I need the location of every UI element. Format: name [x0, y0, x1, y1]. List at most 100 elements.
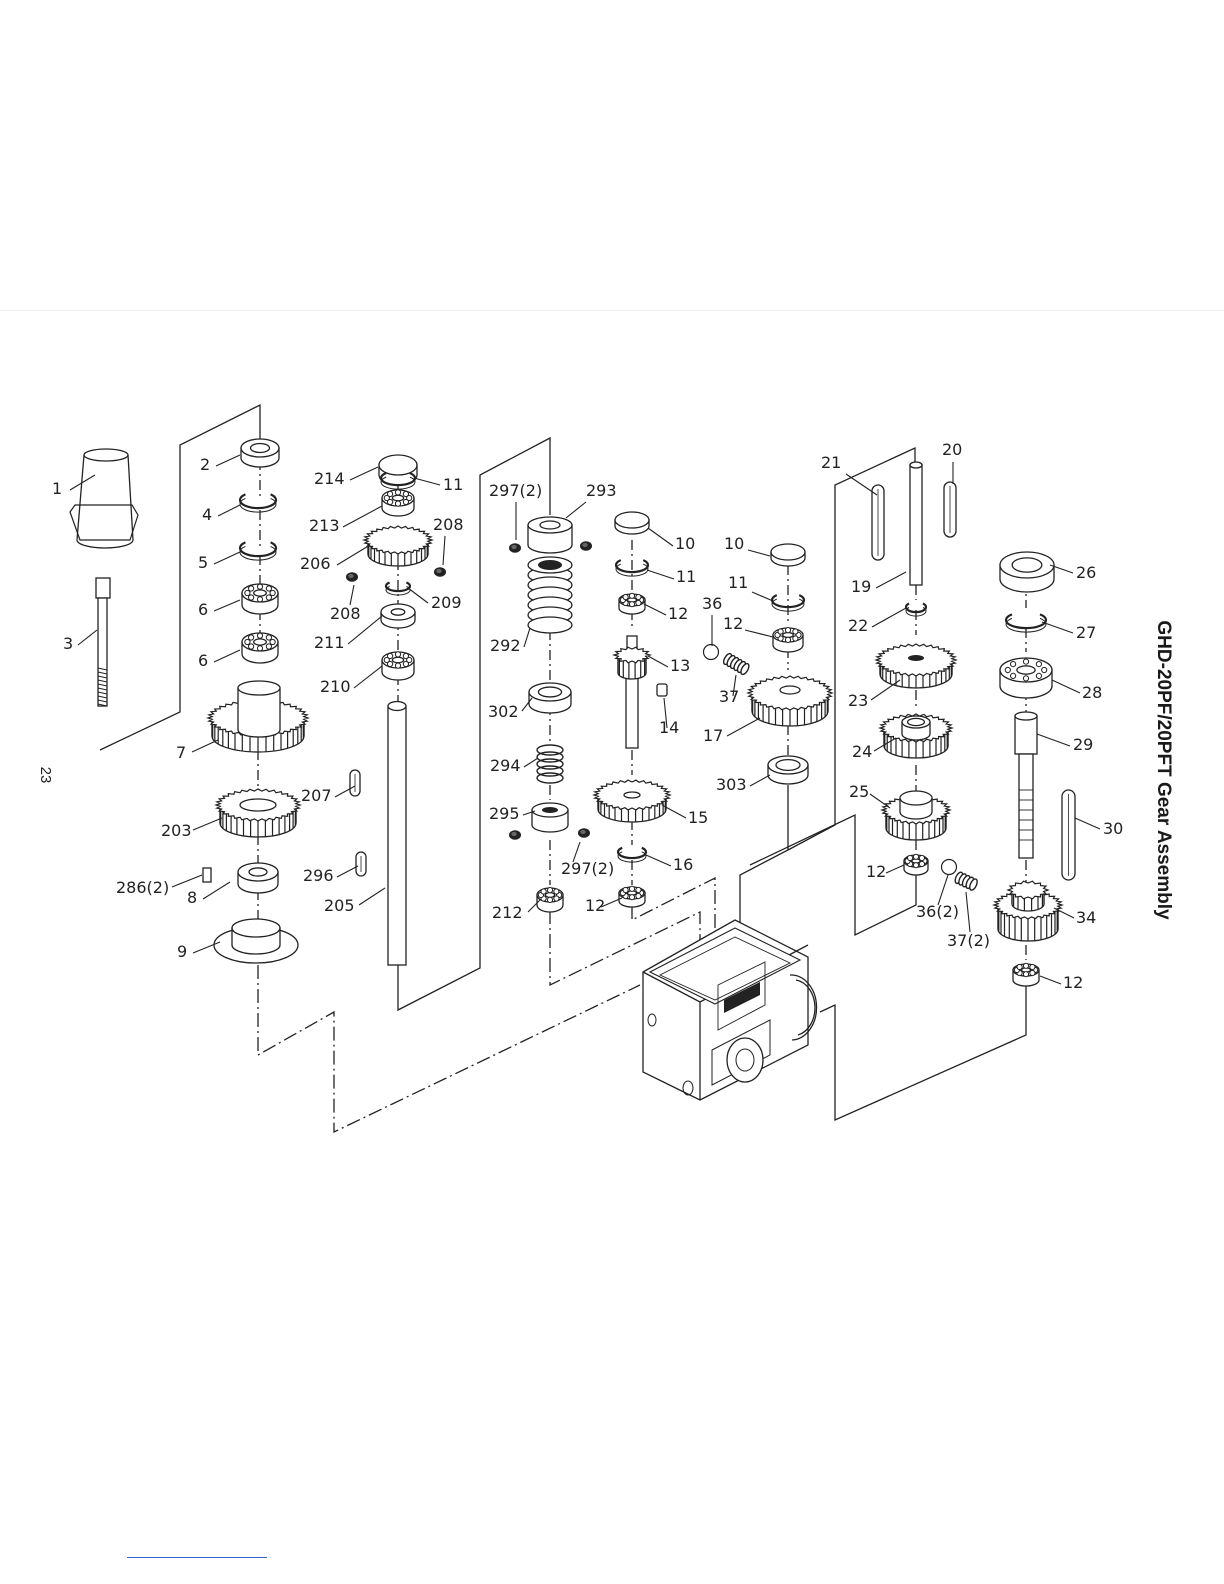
part-37-spring: [722, 652, 751, 675]
part-212-bearing: [537, 888, 563, 913]
part-16-retaining-ring: [618, 848, 646, 862]
part-36-ball: [704, 645, 719, 660]
callout-leader: [443, 536, 445, 565]
callout-leader: [646, 855, 671, 866]
callout-leader: [192, 740, 218, 752]
callout-label: 14: [659, 718, 679, 737]
callout-leader: [350, 467, 378, 480]
callout-leader: [648, 528, 673, 546]
callout-label: 22: [848, 616, 868, 635]
callout-leader: [966, 892, 970, 932]
callout-leader: [414, 478, 440, 485]
callout-label: 211: [314, 633, 345, 652]
callout-label: 23: [848, 691, 868, 710]
callout-leader: [1042, 622, 1073, 633]
part-203-gear: [216, 789, 300, 837]
callout-label: 209: [431, 593, 462, 612]
part-26-cover: [1000, 552, 1054, 592]
part-15-bore: [624, 792, 640, 798]
part-23-bore: [908, 655, 924, 661]
callout-leader: [1037, 734, 1070, 746]
callout-label: 12: [668, 604, 688, 623]
callout-leader: [214, 552, 240, 564]
callout-leader: [337, 545, 370, 565]
part-14-key: [657, 684, 667, 696]
callout-label: 19: [851, 577, 871, 596]
callout-leader: [337, 866, 358, 877]
part-210-bearing: [382, 652, 414, 680]
callout-label: 205: [324, 896, 355, 915]
callout-label: 10: [675, 534, 695, 553]
part-21-key: [872, 485, 884, 560]
part-6-bearing-lower: [242, 633, 278, 663]
callout-leader: [1052, 680, 1080, 693]
part-208-setscrew-left: [346, 572, 358, 582]
callout-label: 12: [723, 614, 743, 633]
part-296-key: [356, 852, 366, 876]
part-28-bearing: [1000, 658, 1052, 698]
callout-label: 20: [942, 440, 962, 459]
callout-label: 3: [63, 634, 73, 653]
callout-leader: [886, 865, 904, 873]
callout-label: 11: [728, 573, 748, 592]
callout-label: 213: [309, 516, 340, 535]
callout-label: 11: [676, 567, 696, 586]
part-9-flange: [214, 919, 298, 963]
callout-label: 206: [300, 554, 331, 573]
callout-leader: [350, 585, 354, 605]
callout-leader: [524, 628, 530, 647]
part-20-key: [944, 482, 956, 537]
part-12-bearing-b: [619, 886, 645, 907]
callout-label: 2: [200, 455, 210, 474]
part-2-washer: [241, 439, 279, 467]
callout-leader: [648, 656, 668, 667]
part-25-hub: [900, 791, 932, 819]
parts-drawings: [70, 439, 1075, 1100]
callout-leader: [566, 502, 586, 518]
callout-label: 16: [673, 855, 693, 874]
callout-label: 12: [866, 862, 886, 881]
callout-leader: [359, 888, 385, 905]
callout-leader: [214, 600, 240, 611]
diagram-title: GHD-20PF/20PFT Gear Assembly: [1148, 470, 1178, 1070]
callout-label: 294: [490, 756, 521, 775]
part-12-bearing-a: [619, 593, 645, 614]
callout-leader: [193, 818, 222, 830]
callout-label: 286(2): [116, 878, 169, 897]
part-13-pinion: [614, 647, 650, 679]
callout-label: 26: [1076, 563, 1096, 582]
part-10-plug-b: [771, 544, 805, 566]
callout-leader: [876, 572, 906, 588]
callout-leader: [647, 570, 674, 579]
part-10-plug: [615, 512, 649, 534]
callout-label: 208: [433, 515, 464, 534]
callout-label: 27: [1076, 623, 1096, 642]
part-12-bearing-e: [1013, 963, 1039, 986]
callout-label: 37(2): [947, 931, 990, 950]
callout-label: 24: [852, 742, 872, 761]
part-286-screw: [203, 868, 211, 882]
callout-label: 34: [1076, 908, 1096, 927]
callout-leader: [752, 592, 773, 601]
page-number: 23: [35, 755, 55, 795]
callout-leader: [1075, 818, 1100, 829]
callout-label: 212: [492, 903, 523, 922]
callout-label: 21: [821, 453, 841, 472]
callout-label: 208: [330, 604, 361, 623]
callout-leader: [748, 550, 770, 556]
callout-leader: [172, 875, 202, 887]
callout-label: 37: [719, 687, 739, 706]
part-208-setscrew-right: [434, 567, 446, 577]
callout-leader: [216, 455, 240, 466]
callout-label: 8: [187, 888, 197, 907]
callout-label: 6: [198, 600, 208, 619]
callout-leader: [870, 794, 890, 808]
callout-label: 6: [198, 651, 208, 670]
part-19-shaft: [910, 462, 922, 585]
part-17-bore: [780, 686, 800, 694]
callout-label: 303: [716, 775, 747, 794]
callout-label: 210: [320, 677, 351, 696]
part-292-clutch: [528, 557, 572, 633]
callout-leader: [203, 882, 230, 899]
part-214-cap: [379, 455, 417, 485]
